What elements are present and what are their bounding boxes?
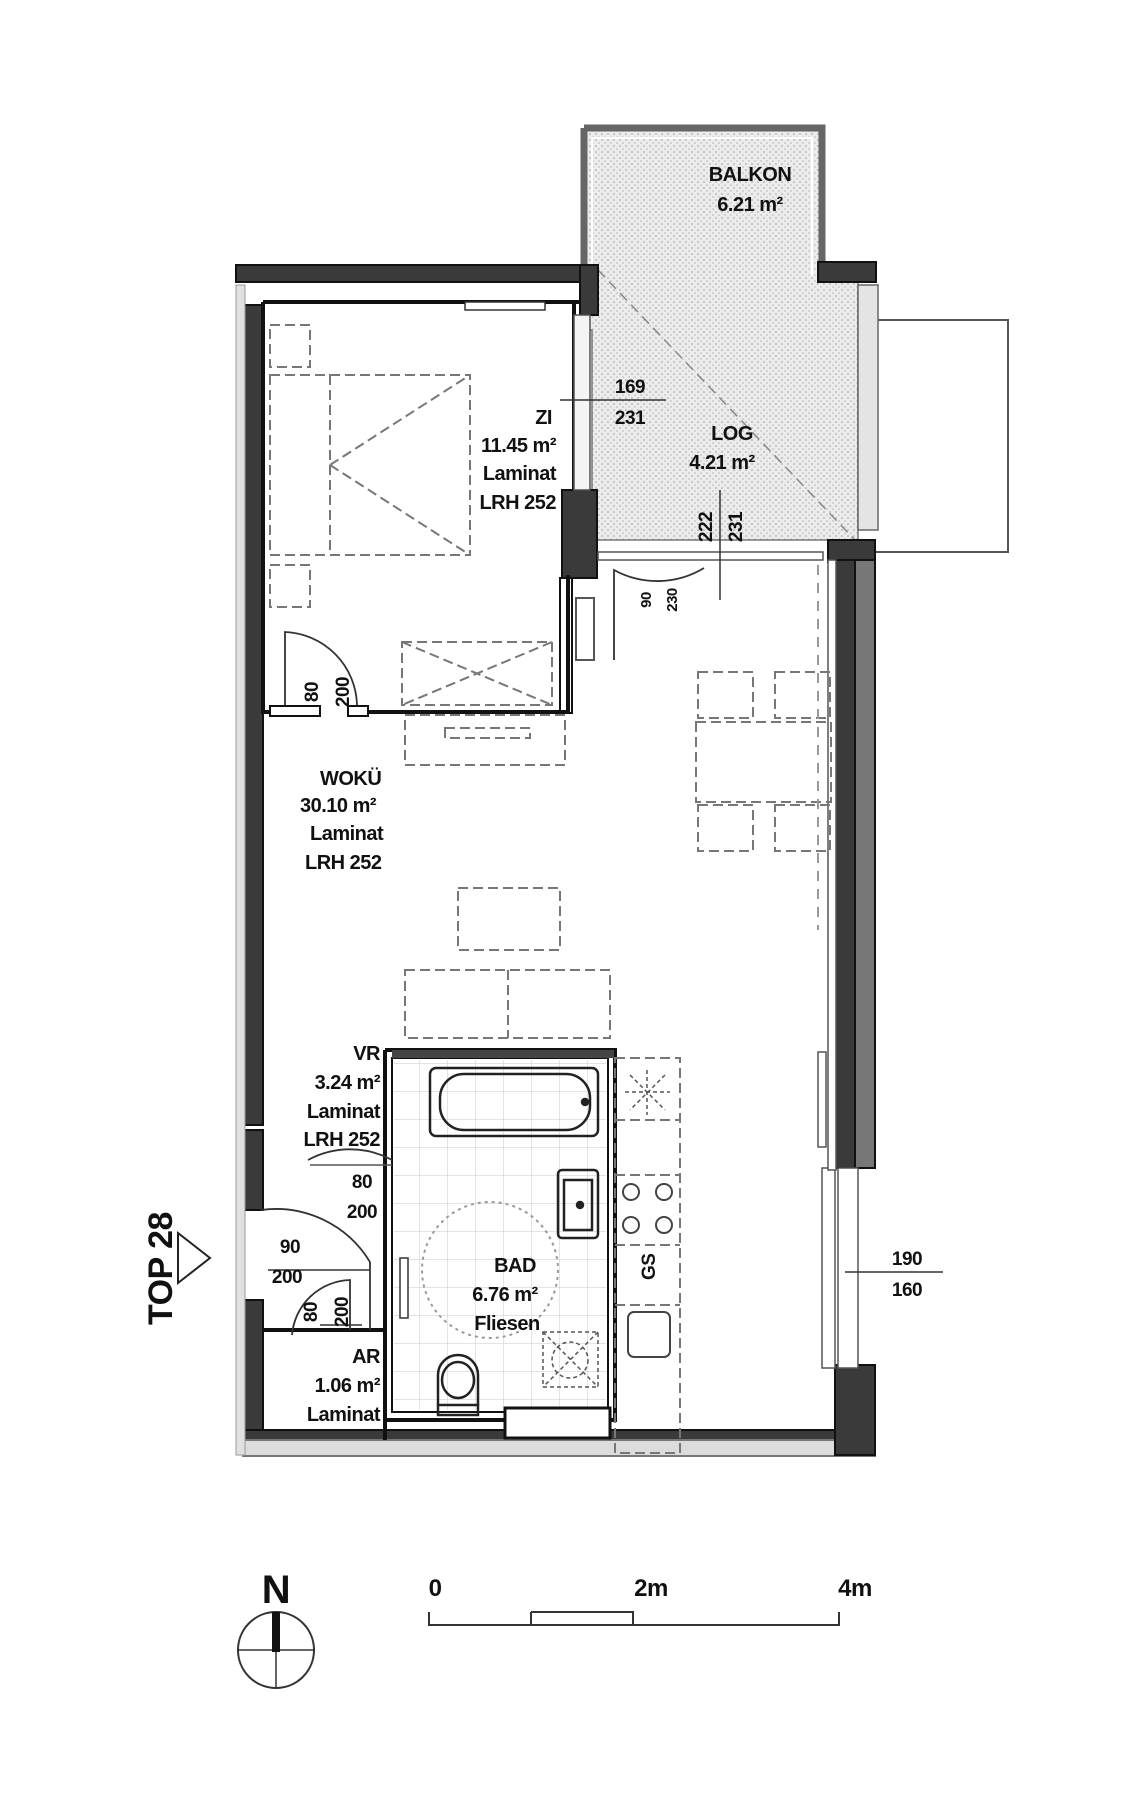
loggia-glazing — [857, 284, 879, 531]
north-pointer-icon — [272, 1612, 280, 1652]
dishwasher-icon — [627, 1311, 671, 1358]
turning-circle — [421, 1201, 559, 1339]
stove-icon — [622, 1183, 673, 1234]
ar-name: AR — [352, 1346, 381, 1368]
shower-drain-icon — [542, 1331, 599, 1388]
sink-icon — [556, 1168, 600, 1240]
zi-east-glazing — [573, 314, 591, 491]
zi-height: LRH 252 — [479, 492, 556, 514]
vr-height: LRH 252 — [303, 1129, 380, 1151]
zi-door-frame — [269, 705, 321, 717]
log-window-height: 231 — [615, 408, 646, 429]
entry-arrow-icon — [177, 1230, 212, 1286]
bath-north-wall — [392, 1050, 614, 1058]
balcony-area — [580, 124, 859, 541]
unit-label: TOP 28 — [142, 1212, 180, 1325]
east-glazing — [827, 559, 837, 1171]
zi-area: 11.45 m² — [481, 435, 557, 457]
east-window-glass — [837, 1167, 859, 1369]
woku-door-height: 230 — [664, 588, 681, 612]
zi-door-jamb — [347, 705, 369, 717]
log-name: LOG — [711, 423, 753, 445]
zi-name: ZI — [535, 407, 552, 429]
east-window-width: 190 — [892, 1249, 922, 1270]
log-door-width: 222 — [696, 512, 717, 542]
log-window-width: 169 — [615, 377, 645, 398]
entry-door-height: 200 — [272, 1267, 302, 1288]
ar-door-width: 80 — [301, 1302, 322, 1322]
bad-door-height: 200 — [347, 1202, 377, 1223]
bath-tiles — [394, 1060, 606, 1410]
bad-floor: Fliesen — [474, 1313, 539, 1335]
vr-name: VR — [353, 1043, 381, 1065]
ar-area: 1.06 m² — [315, 1375, 381, 1397]
wall-insulation — [235, 284, 246, 1456]
east-window-frame — [821, 1167, 836, 1369]
ar-door-height: 200 — [332, 1297, 353, 1327]
east-window-height: 160 — [892, 1280, 922, 1301]
bathtub-icon — [428, 1066, 600, 1138]
bad-area: 6.76 m² — [472, 1284, 538, 1306]
loggia-door-glass — [597, 551, 824, 561]
doors — [260, 567, 705, 1336]
zi-north-window — [464, 301, 546, 311]
furniture — [269, 324, 832, 1454]
bad-door-width: 80 — [352, 1172, 372, 1193]
scale-bar: 0 2m 4m — [428, 1575, 872, 1626]
zi-floor: Laminat — [483, 463, 557, 485]
vr-area: 3.24 m² — [315, 1072, 381, 1094]
vr-floor: Laminat — [307, 1101, 381, 1123]
log-area: 4.21 m² — [689, 452, 755, 474]
north-arrow: N — [237, 1568, 315, 1689]
extractor-icon — [625, 1070, 670, 1115]
towel-rail — [399, 1257, 409, 1319]
zi-door-width: 80 — [302, 682, 323, 702]
log-door-height: 231 — [726, 511, 747, 542]
scale-label-4m: 4m — [838, 1575, 872, 1602]
woku-door-width: 90 — [638, 592, 655, 608]
dimension-ticks — [268, 399, 943, 1326]
balkon-area: 6.21 m² — [717, 194, 783, 216]
shaft — [503, 1406, 612, 1440]
east-window-sill — [817, 1051, 827, 1148]
zi-door-height: 200 — [333, 677, 354, 707]
entry-door-width: 90 — [280, 1237, 300, 1258]
bad-name: BAD — [494, 1255, 536, 1277]
dishwasher-label: GS — [639, 1254, 660, 1280]
woku-name: WOKÜ — [320, 767, 381, 790]
compass-label: N — [262, 1568, 290, 1612]
woku-area: 30.10 m² — [300, 795, 377, 817]
ar-floor: Laminat — [307, 1404, 381, 1426]
scale-label-2m: 2m — [634, 1575, 668, 1602]
external-frame — [858, 319, 1009, 553]
scale-label-0: 0 — [429, 1575, 442, 1602]
toilet-icon — [436, 1353, 480, 1417]
shelf — [575, 597, 595, 661]
balkon-name: BALKON — [709, 164, 792, 186]
woku-height: LRH 252 — [305, 852, 382, 874]
woku-floor: Laminat — [310, 823, 384, 845]
